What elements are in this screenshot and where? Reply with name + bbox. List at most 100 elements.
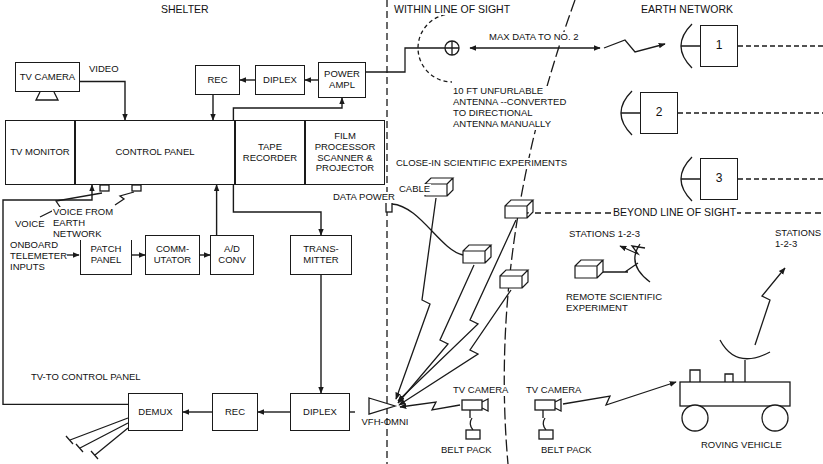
signal-name: VOICE xyxy=(14,219,46,230)
group-label: CLOSE-IN SCIENTIFIC EXPERIMENTS xyxy=(395,158,568,169)
radio-link xyxy=(620,246,645,254)
radio-link xyxy=(398,265,474,403)
node-text: TV CAMERA xyxy=(20,72,75,83)
vehicle-antenna xyxy=(690,340,770,382)
node-text: 3 xyxy=(716,172,723,186)
process-box: TRANS- MITTER xyxy=(290,235,352,275)
node-text: DEMUX xyxy=(138,407,172,418)
region-divider xyxy=(386,0,387,464)
process-box: REC xyxy=(195,65,240,95)
roving-vehicle xyxy=(680,382,790,406)
node-text: REC xyxy=(207,75,227,86)
panel-cell: TV MONITOR xyxy=(5,120,75,185)
ground-station: 3 xyxy=(700,158,738,200)
monitor-box: TV CAMERA xyxy=(15,62,80,92)
monitor-stand xyxy=(36,92,58,100)
node-text: VFH-OMNI xyxy=(362,417,409,428)
node-text: 1 xyxy=(716,39,723,53)
node-text: DIPLEX xyxy=(263,75,297,86)
tv-camera xyxy=(535,400,555,410)
antenna-symbol xyxy=(445,41,459,55)
node-text: DIPLEX xyxy=(303,407,337,418)
process-box: REC xyxy=(212,393,258,431)
node-text: PATCH PANEL xyxy=(84,244,128,266)
signal-line xyxy=(183,411,212,412)
ground-station: 1 xyxy=(700,25,738,67)
process-box: DIPLEX xyxy=(290,393,350,431)
antenna-symbol xyxy=(445,41,459,55)
link-note: MAX DATA TO NO. 2 xyxy=(488,32,580,43)
signal-line xyxy=(80,82,125,121)
edge-label: TV-TO CONTROL PANEL xyxy=(30,372,142,383)
radio-link xyxy=(755,268,785,345)
signal-line xyxy=(258,411,290,412)
vehicle-wheel xyxy=(762,405,788,431)
region-heading: BEYOND LINE OF SIGHT xyxy=(612,206,737,218)
process-box: COMM- UTATOR xyxy=(145,235,200,275)
node-text: TRANS- MITTER xyxy=(294,244,348,266)
signal-name: VOICE FROM EARTH NETWORK xyxy=(52,207,132,240)
signal-line xyxy=(233,98,342,120)
antenna-symbol xyxy=(365,395,405,417)
panel-cell: TAPE RECORDER xyxy=(235,120,305,185)
part-label: REMOTE SCIENTIFIC EXPERIMENT xyxy=(565,292,667,314)
node-text: 2 xyxy=(656,106,663,120)
link-note: STATIONS 1-2-3 xyxy=(568,229,641,240)
part-label: BELT PACK xyxy=(440,445,493,456)
experiment-package xyxy=(505,200,533,218)
radio-link xyxy=(400,402,460,410)
voice-jack xyxy=(100,185,109,191)
belt-pack xyxy=(539,430,553,439)
radio-link xyxy=(399,290,511,405)
process-box: DIPLEX xyxy=(255,65,305,95)
node-text: POWER AMPL xyxy=(322,69,362,91)
region-heading: SHELTER xyxy=(160,3,210,15)
cable xyxy=(392,204,463,255)
demux-outputs xyxy=(66,418,128,459)
region-heading: EARTH NETWORK xyxy=(640,3,734,15)
data-link-arrow xyxy=(470,47,600,48)
node-text: FILM PROCESSOR SCANNER & PROJECTOR xyxy=(309,131,381,175)
node-text: REC xyxy=(225,407,245,418)
node-text: TV MONITOR xyxy=(10,147,69,158)
part-label: ROVING VEHICLE xyxy=(700,440,783,451)
signal-line xyxy=(216,185,217,235)
tv-camera xyxy=(470,399,488,430)
region-heading: WITHIN LINE OF SIGHT xyxy=(393,3,511,15)
part-label: TV CAMERA xyxy=(452,385,509,396)
radio-link xyxy=(396,198,436,399)
process-box: POWER AMPL xyxy=(318,62,366,98)
radio-link xyxy=(604,40,665,52)
antenna-symbol xyxy=(369,398,395,414)
cable-label: CABLE xyxy=(398,184,431,195)
experiment-package xyxy=(500,270,528,288)
voice-link xyxy=(115,192,134,205)
signal-line xyxy=(305,79,318,80)
process-box: A/D CONV xyxy=(210,235,254,275)
antenna-feed xyxy=(366,48,445,72)
cable-label: DATA POWER xyxy=(332,192,396,203)
process-box: PATCH PANEL xyxy=(80,235,132,275)
signal-line xyxy=(350,411,355,412)
dish-antenna xyxy=(621,91,640,135)
experiment-package xyxy=(463,245,491,263)
node-text: A/D CONV xyxy=(214,244,250,266)
panel-cell: FILM PROCESSOR SCANNER & PROJECTOR xyxy=(305,120,385,185)
signal-line xyxy=(212,95,213,120)
panel-cell: CONTROL PANEL xyxy=(75,120,235,185)
part-label: TV CAMERA xyxy=(525,385,582,396)
signal-line xyxy=(233,185,321,235)
radio-link xyxy=(398,220,516,401)
node-text: COMM- UTATOR xyxy=(149,244,196,266)
tv-camera xyxy=(543,399,561,430)
remote-experiment xyxy=(575,260,603,278)
input-arrow xyxy=(67,254,79,255)
belt-pack xyxy=(466,430,480,439)
node-text: CONTROL PANEL xyxy=(115,147,194,158)
dish-antenna xyxy=(603,244,650,282)
antenna-note: 10 FT UNFURLABLE ANTENNA --CONVERTED TO … xyxy=(452,86,572,130)
antenna-node: VFH-OMNI xyxy=(355,393,415,433)
process-box: DEMUX xyxy=(128,393,183,431)
signal-line xyxy=(240,79,255,80)
signal-line xyxy=(132,254,145,255)
